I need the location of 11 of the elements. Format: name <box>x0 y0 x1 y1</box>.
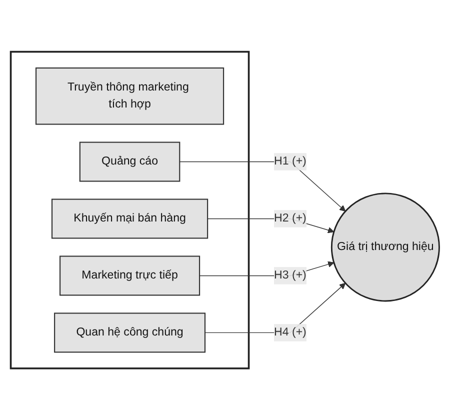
edge-label: H1 (+) <box>274 155 306 168</box>
edge-label: H2 (+) <box>274 212 306 224</box>
node-box: Marketing trực tiếp <box>59 256 200 296</box>
node-circle: Giá trị thương hiệu <box>330 192 440 302</box>
node-box: Quan hệ công chúng <box>54 312 206 353</box>
node-box: Khuyến mại bán hàng <box>51 198 208 239</box>
edge-label: H4 (+) <box>274 326 306 338</box>
cluster <box>10 50 250 370</box>
node-box: Truyền thông marketing tích hợp <box>35 67 224 125</box>
edge-label: H3 (+) <box>274 269 306 282</box>
node-box: Quảng cáo <box>79 142 180 182</box>
